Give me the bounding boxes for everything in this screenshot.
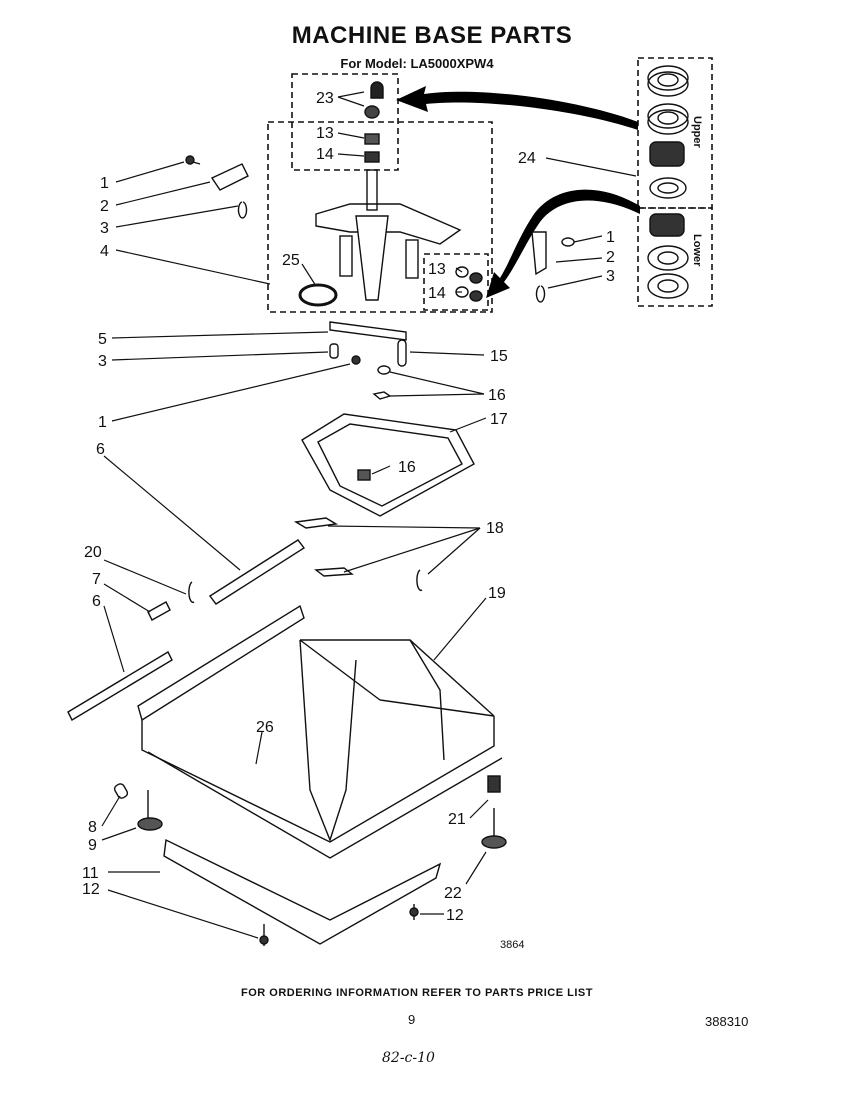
lower-bearing-inset-box	[423, 253, 489, 311]
callout-6-lower: 6	[92, 593, 101, 610]
large-arrow-lower	[486, 189, 640, 298]
base-frame	[67, 517, 503, 945]
model-subtitle: For Model: LA5000XPW4	[340, 56, 494, 71]
tub-support	[301, 413, 475, 517]
callout-9: 9	[88, 837, 97, 854]
bearing-kit-parts	[647, 65, 689, 299]
callout-6: 6	[96, 441, 105, 458]
callout-17: 17	[490, 411, 508, 428]
callout-1-right: 1	[606, 229, 615, 246]
callout-13: 13	[316, 125, 334, 142]
callout-8: 8	[88, 819, 97, 836]
callout-12: 12	[82, 881, 100, 898]
ordering-info-footer: FOR ORDERING INFORMATION REFER TO PARTS …	[241, 987, 593, 999]
callout-15: 15	[490, 348, 508, 365]
callout-4: 4	[100, 243, 109, 260]
callout-13-inset: 13	[428, 261, 446, 278]
bearing-upper-label: Upper	[691, 116, 703, 149]
bearing-lower-label: Lower	[691, 234, 703, 267]
callout-2: 2	[100, 198, 109, 215]
bearing-kit-box-lower	[637, 207, 713, 307]
callout-11: 11	[82, 865, 99, 882]
transmission-group-box	[267, 121, 493, 313]
callout-26: 26	[256, 719, 274, 736]
callout-21: 21	[448, 811, 466, 828]
callout-23: 23	[316, 90, 334, 107]
transmission-assembly	[298, 81, 483, 307]
callout-14-inset: 14	[428, 285, 446, 302]
callout-16-inner: 16	[398, 459, 416, 476]
leader-lines	[101, 91, 637, 939]
bearing-kit-box-upper	[637, 57, 713, 209]
page-title: MACHINE BASE PARTS	[291, 22, 573, 49]
callout-7: 7	[92, 571, 101, 588]
callout-25: 25	[282, 252, 300, 269]
callout-16: 16	[488, 387, 506, 404]
document-number: 388310	[705, 1014, 749, 1029]
callout-1: 1	[100, 175, 109, 192]
callout-3-right: 3	[606, 268, 615, 285]
callout-22: 22	[444, 885, 462, 902]
callout-24: 24	[518, 150, 536, 167]
callout-3: 3	[100, 220, 109, 237]
callout-14: 14	[316, 146, 334, 163]
leveling-feet	[113, 775, 507, 946]
callout-3-mid: 3	[98, 353, 107, 370]
callout-2-right: 2	[606, 249, 615, 266]
large-arrow-upper	[396, 86, 638, 130]
callout-20: 20	[84, 544, 102, 561]
callout-5: 5	[98, 331, 107, 348]
callout-12-right: 12	[446, 907, 464, 924]
handwritten-note: 82-c-10	[382, 1050, 435, 1066]
callout-1-mid: 1	[98, 414, 107, 431]
callout-19: 19	[488, 585, 506, 602]
callout-18: 18	[486, 520, 504, 537]
diagram-code: 3864	[500, 939, 524, 951]
page-number: 9	[408, 1012, 416, 1027]
